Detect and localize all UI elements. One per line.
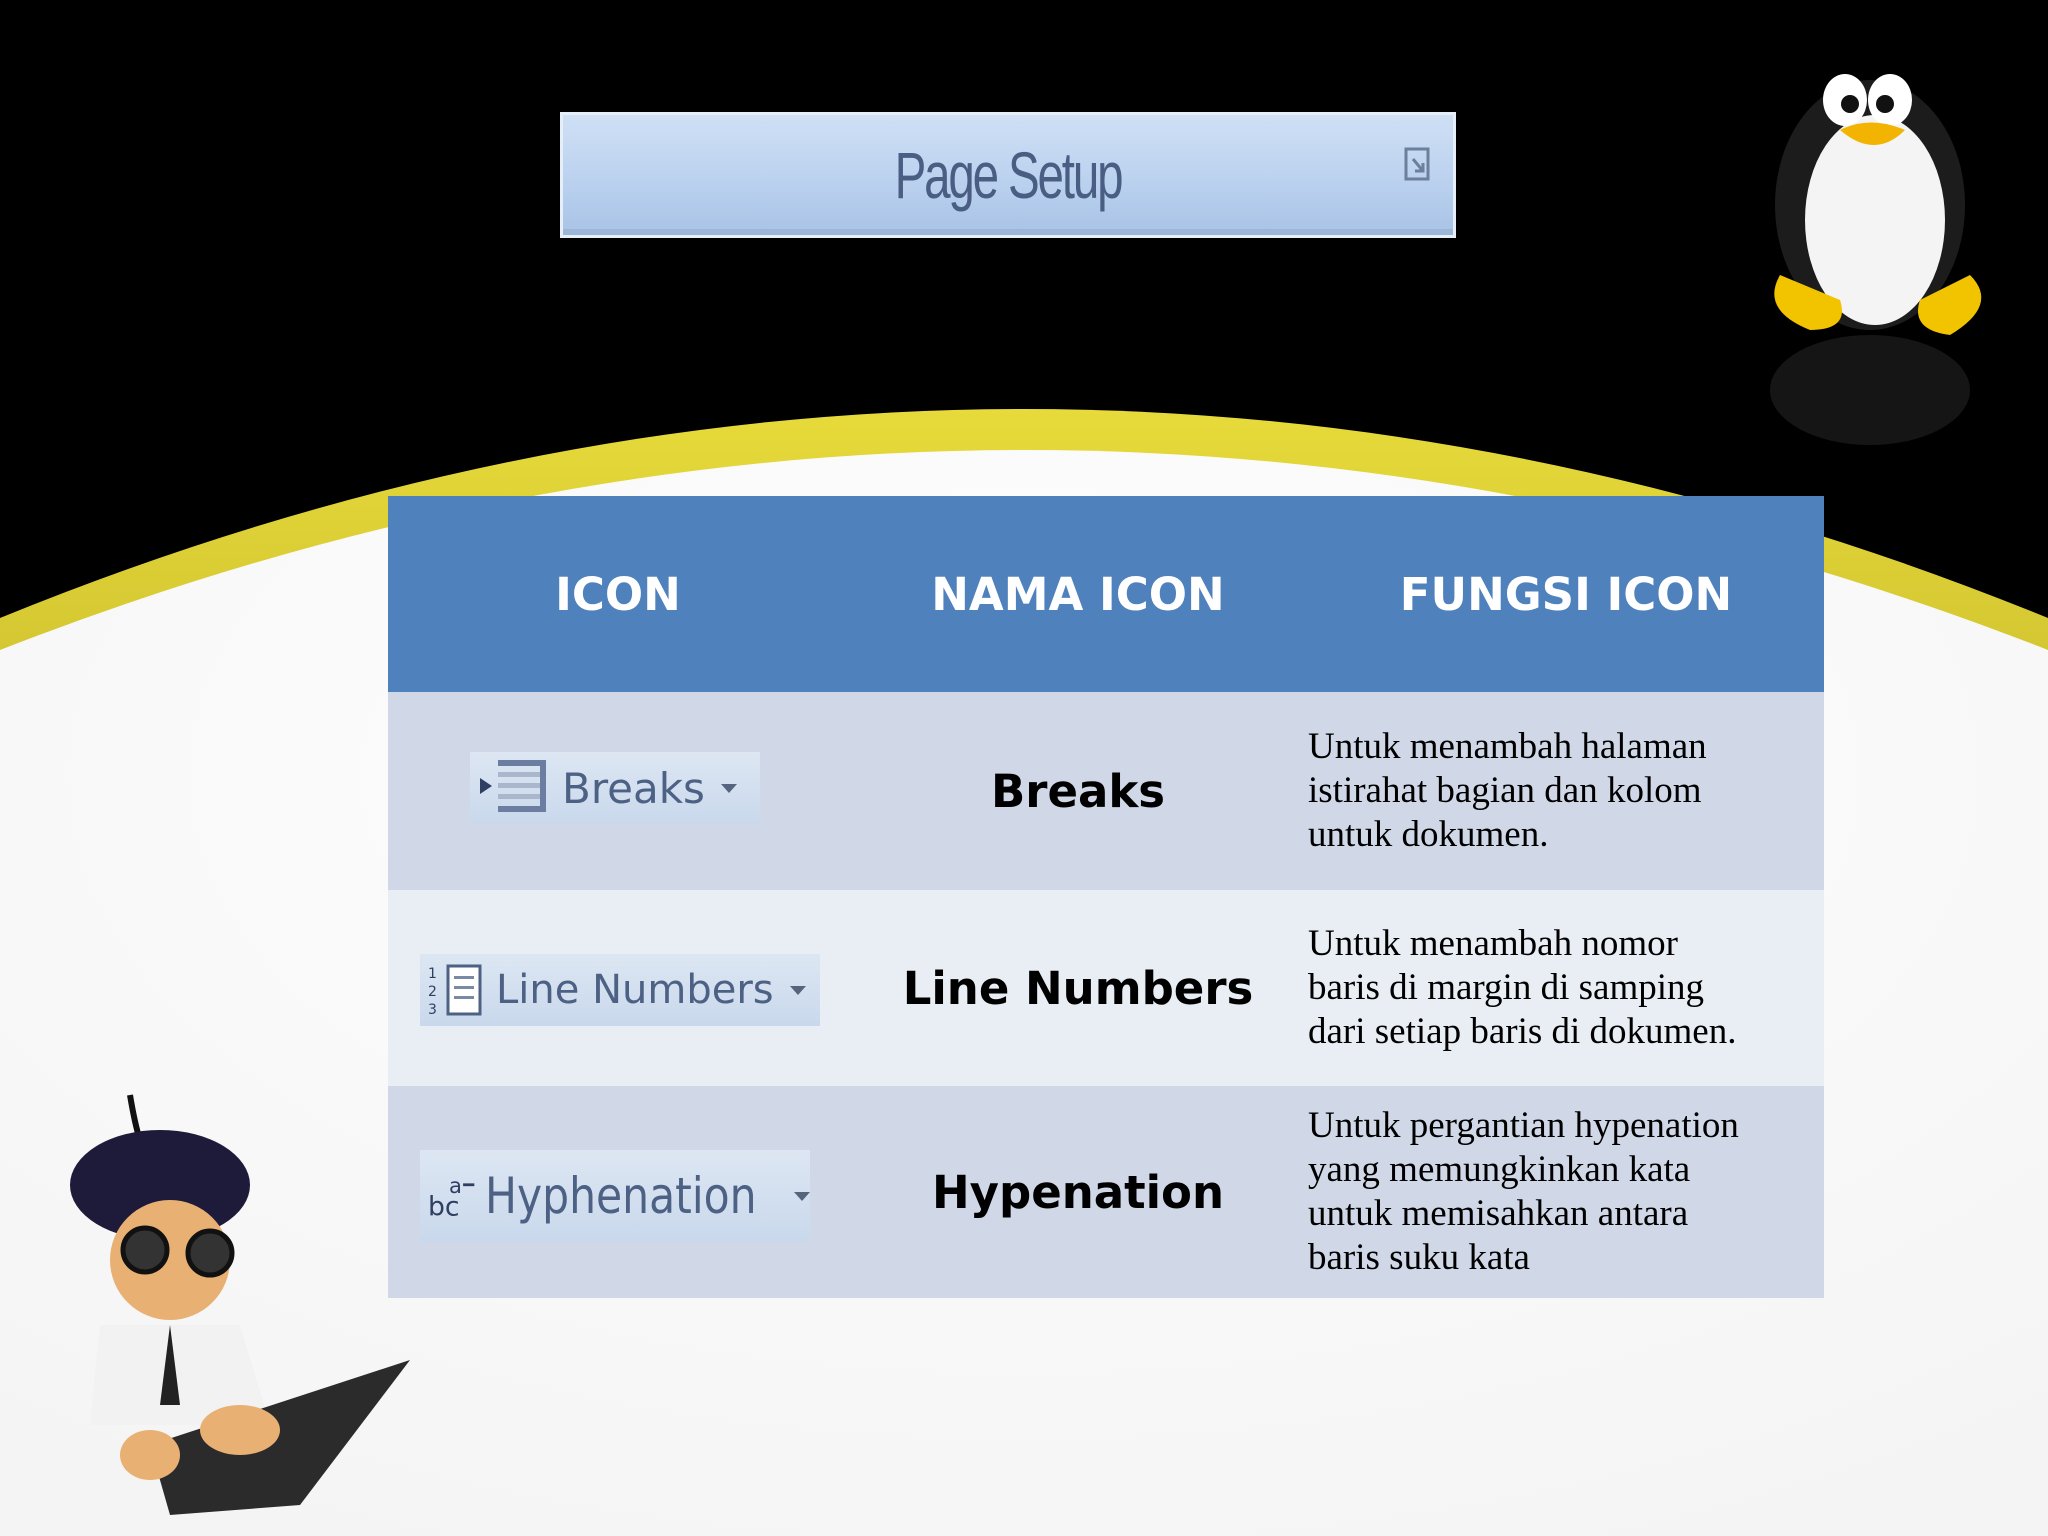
function-cell: Untuk menambah nomor baris di margin di … xyxy=(1308,923,1737,1052)
chevron-down-icon xyxy=(720,783,737,793)
breaks-label: Breaks xyxy=(562,763,705,813)
function-cell: Untuk pergantian hypenation yang memungk… xyxy=(1308,1105,1739,1278)
header-icon: ICON xyxy=(555,567,681,621)
page-setup-group-label: Page Setup xyxy=(560,112,1456,238)
breaks-button[interactable]: Breaks xyxy=(470,752,760,824)
table-header: ICON NAMA ICON FUNGSI ICON xyxy=(388,496,1824,692)
header-fungsi-icon: FUNGSI ICON xyxy=(1399,567,1733,621)
name-cell: Hypenation xyxy=(931,1165,1225,1219)
chevron-down-icon xyxy=(789,985,806,995)
icon-cell: bc a Hyphenation xyxy=(388,1086,848,1298)
header-nama-icon: NAMA ICON xyxy=(931,567,1225,621)
name-cell: Line Numbers xyxy=(902,961,1254,1015)
svg-text:1: 1 xyxy=(428,966,437,982)
breaks-icon xyxy=(480,760,546,812)
icon-cell: Breaks xyxy=(388,692,848,890)
svg-text:2: 2 xyxy=(428,984,437,1000)
function-cell: Untuk menambah halaman istirahat bagian … xyxy=(1308,726,1707,855)
svg-text:3: 3 xyxy=(428,1002,437,1018)
hyphenation-label: Hyphenation xyxy=(484,1167,757,1225)
penguin-image xyxy=(1770,74,1982,445)
hyphenation-icon: bc a xyxy=(428,1173,475,1223)
page-setup-title: Page Setup xyxy=(894,138,1124,212)
hyphenation-button[interactable]: bc a Hyphenation xyxy=(420,1150,810,1242)
table-row: bc a Hyphenation Hypenation Untuk pergan… xyxy=(388,1086,1824,1298)
table-row: 1 2 3 Line Numbers Line Numbers Untuk me… xyxy=(388,890,1824,1086)
boy-with-laptop-image xyxy=(70,1094,410,1515)
line-numbers-button[interactable]: 1 2 3 Line Numbers xyxy=(420,954,820,1026)
name-cell: Breaks xyxy=(990,764,1166,818)
svg-text:bc: bc xyxy=(428,1192,460,1223)
icon-cell: 1 2 3 Line Numbers xyxy=(388,890,848,1086)
line-numbers-icon: 1 2 3 xyxy=(428,964,482,1018)
chevron-down-icon xyxy=(794,1191,810,1201)
dialog-launcher-icon[interactable] xyxy=(1403,145,1433,185)
table-row: Breaks Breaks Untuk menambah halaman ist… xyxy=(388,692,1824,890)
svg-text:a: a xyxy=(449,1173,462,1198)
line-numbers-label: Line Numbers xyxy=(496,967,774,1013)
icon-function-table: ICON NAMA ICON FUNGSI ICON Breaks Breaks xyxy=(388,496,1824,1298)
